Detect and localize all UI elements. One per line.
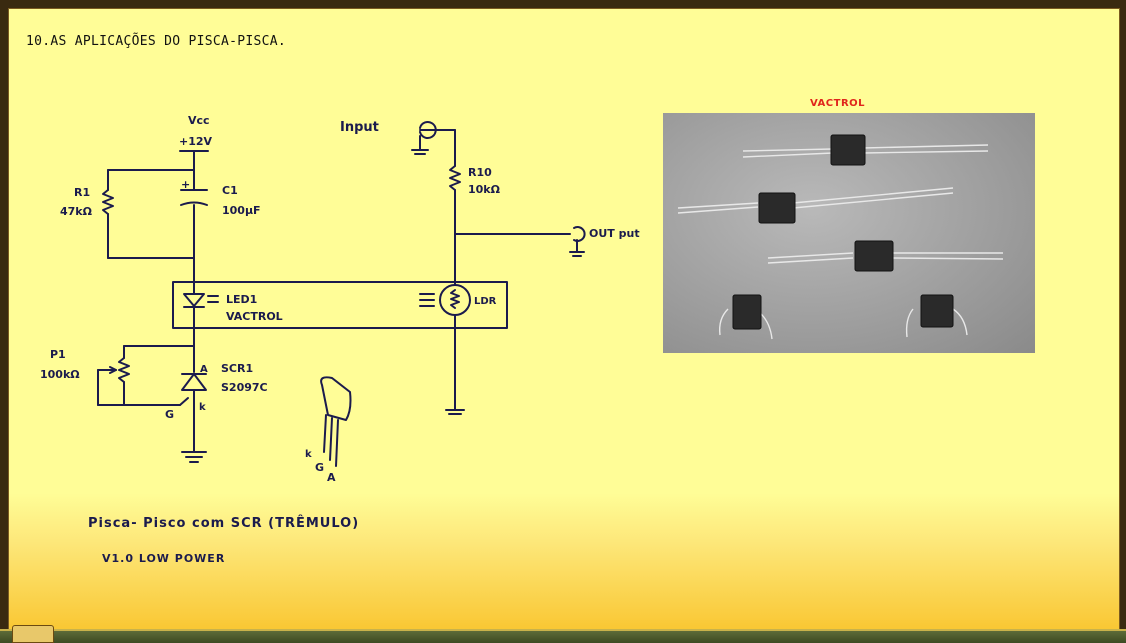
p1-zigzag	[118, 357, 130, 383]
vactrol-component-5	[920, 294, 954, 328]
c1-plus: +	[181, 178, 190, 191]
vcc-value: +12V	[179, 135, 213, 148]
vactrol-photo-drawing	[677, 134, 1004, 340]
scr-name: SCR1	[221, 362, 253, 375]
note-line1: Pisca- Pisco com SCR (TRÊMULO)	[88, 515, 359, 531]
c1-name: C1	[222, 184, 238, 197]
vactrol-box	[172, 281, 508, 329]
r1-name: R1	[74, 186, 90, 199]
pkg-g: G	[315, 461, 324, 474]
led-type: VACTROL	[226, 310, 283, 323]
scr-package	[320, 376, 352, 421]
vcc-label: Vcc	[188, 114, 210, 127]
output-label: OUT put	[589, 227, 640, 240]
vactrol-photo	[663, 113, 1035, 353]
p1-value: 100kΩ	[40, 368, 80, 381]
vactrol-component-4	[732, 294, 762, 330]
output-jack	[573, 226, 586, 242]
pkg-k: k	[305, 449, 312, 460]
vactrol-component-3	[854, 240, 894, 272]
r10-name: R10	[468, 166, 492, 179]
bottom-bar	[0, 629, 1126, 643]
c1-value: 100μF	[222, 204, 261, 217]
scr-anode: A	[200, 364, 208, 375]
r10-zigzag	[449, 165, 461, 191]
scr-part: S2097C	[221, 381, 268, 394]
vactrol-component-1	[830, 134, 866, 166]
vactrol-component-2	[758, 192, 796, 224]
r10-value: 10kΩ	[468, 183, 501, 196]
note-line2: V1.0 LOW POWER	[102, 552, 225, 565]
r1-zigzag	[102, 189, 114, 215]
p1-name: P1	[50, 348, 66, 361]
r1-value: 47kΩ	[60, 205, 93, 218]
book-icon[interactable]	[12, 625, 54, 643]
ldr-label: LDR	[474, 296, 497, 307]
scr-gate: G	[165, 408, 174, 421]
photo-label: VACTROL	[810, 98, 866, 109]
scr-cathode: k	[199, 402, 206, 413]
slide-title: 10.AS APLICAÇÕES DO PISCA-PISCA.	[26, 34, 287, 49]
pkg-a: A	[327, 471, 336, 484]
input-label: Input	[340, 120, 379, 135]
led-name: LED1	[226, 293, 257, 306]
